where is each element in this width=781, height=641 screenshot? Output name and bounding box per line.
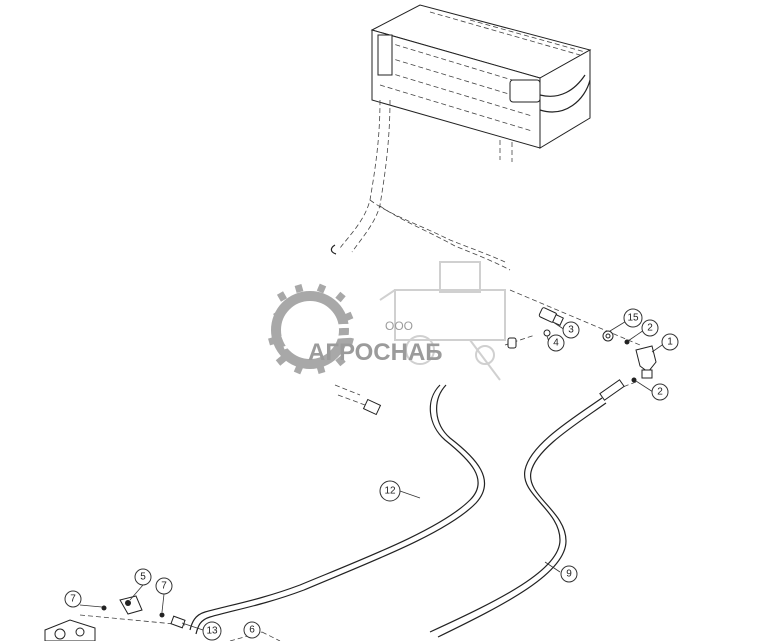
callout-4: 4 <box>547 334 565 352</box>
svg-text:3: 3 <box>568 325 574 336</box>
svg-text:1: 1 <box>667 337 673 348</box>
elbow-1 <box>635 345 657 379</box>
callout-7-right: 7 <box>155 577 173 595</box>
oring-7a <box>101 605 107 611</box>
valve-body <box>44 619 96 641</box>
fitting-4 <box>507 329 551 349</box>
hose-end-left <box>334 384 382 416</box>
svg-text:7: 7 <box>161 581 167 592</box>
fitting-13 <box>170 615 186 629</box>
svg-text:2: 2 <box>647 323 653 334</box>
svg-text:6: 6 <box>249 625 255 636</box>
heater-unit-assembly <box>370 4 592 162</box>
callout-15: 15 <box>623 308 643 328</box>
fitting-3 <box>538 307 564 326</box>
callout-2-lower: 2 <box>651 383 669 401</box>
svg-text:4: 4 <box>553 338 559 349</box>
callout-12: 12 <box>379 480 401 502</box>
gear-icon <box>268 283 366 375</box>
callout-6: 6 <box>243 621 261 639</box>
oring-2b <box>631 377 637 383</box>
hose-12 <box>189 384 486 635</box>
combine-harvester-icon <box>379 261 506 381</box>
svg-text:2: 2 <box>657 387 663 398</box>
callout-1: 1 <box>661 333 679 351</box>
oring-7b <box>159 612 165 618</box>
svg-text:13: 13 <box>206 626 218 637</box>
callout-9: 9 <box>560 565 578 583</box>
watermark-logo: ООО АГРОСНАБ <box>268 261 506 381</box>
callout-3: 3 <box>562 321 580 339</box>
callout-7-left: 7 <box>64 590 82 608</box>
callout-2-upper: 2 <box>641 319 659 337</box>
bottom-fittings-group <box>44 595 281 641</box>
watermark-name: АГРОСНАБ <box>308 339 443 366</box>
watermark-prefix: ООО <box>385 319 413 333</box>
fitting-5 <box>119 595 143 615</box>
svg-text:7: 7 <box>70 594 76 605</box>
hose-9 <box>429 379 625 638</box>
pipe-bundle-upper <box>330 99 511 271</box>
washer-15 <box>602 330 614 342</box>
svg-text:12: 12 <box>384 486 396 497</box>
svg-text:5: 5 <box>140 572 146 583</box>
callout-13: 13 <box>202 621 222 641</box>
fittings-group <box>504 289 657 389</box>
svg-text:9: 9 <box>566 569 572 580</box>
svg-text:15: 15 <box>627 313 639 324</box>
callout-5: 5 <box>134 568 152 586</box>
